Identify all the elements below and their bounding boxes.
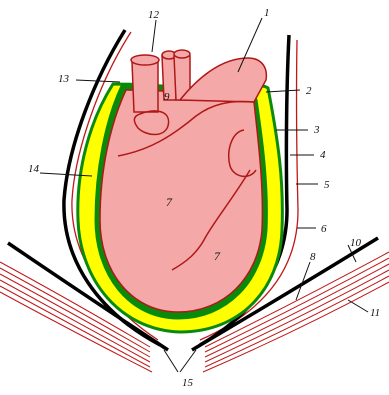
label-13: 13 (58, 73, 70, 85)
label-11: 11 (370, 307, 380, 319)
label-9: 9 (164, 91, 170, 103)
label-7-upper: 7 (166, 195, 173, 209)
label-4: 4 (320, 149, 326, 161)
vessel-left (132, 62, 158, 112)
label-2: 2 (306, 85, 312, 97)
vessel-aorta (180, 58, 266, 102)
label-14: 14 (28, 163, 40, 175)
label-8: 8 (310, 251, 316, 263)
label-12: 12 (148, 9, 160, 21)
label-3: 3 (313, 124, 320, 136)
label-15: 15 (182, 377, 194, 389)
heart-body (100, 90, 262, 312)
label-1: 1 (264, 7, 270, 19)
label-6: 6 (321, 223, 327, 235)
label-7-lower: 7 (214, 249, 221, 263)
label-5: 5 (324, 179, 330, 191)
label-10: 10 (350, 237, 362, 249)
